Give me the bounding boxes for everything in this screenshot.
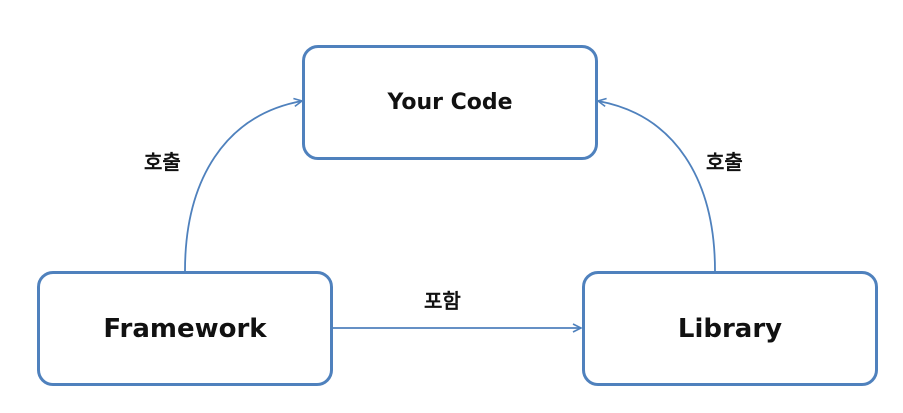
your-code-box: Your Code bbox=[302, 45, 598, 160]
edge-label-library-to-code: 호출 bbox=[706, 150, 743, 174]
framework-label: Framework bbox=[103, 313, 267, 344]
arrow-library-to-code bbox=[598, 101, 716, 272]
edge-label-framework-to-code: 호출 bbox=[144, 150, 181, 174]
framework-box: Framework bbox=[37, 271, 333, 386]
arrow-framework-to-code bbox=[184, 101, 302, 272]
library-box: Library bbox=[582, 271, 878, 386]
library-label: Library bbox=[677, 313, 783, 344]
your-code-label: Your Code bbox=[387, 90, 513, 115]
edge-label-framework-to-library: 포함 bbox=[424, 289, 461, 313]
